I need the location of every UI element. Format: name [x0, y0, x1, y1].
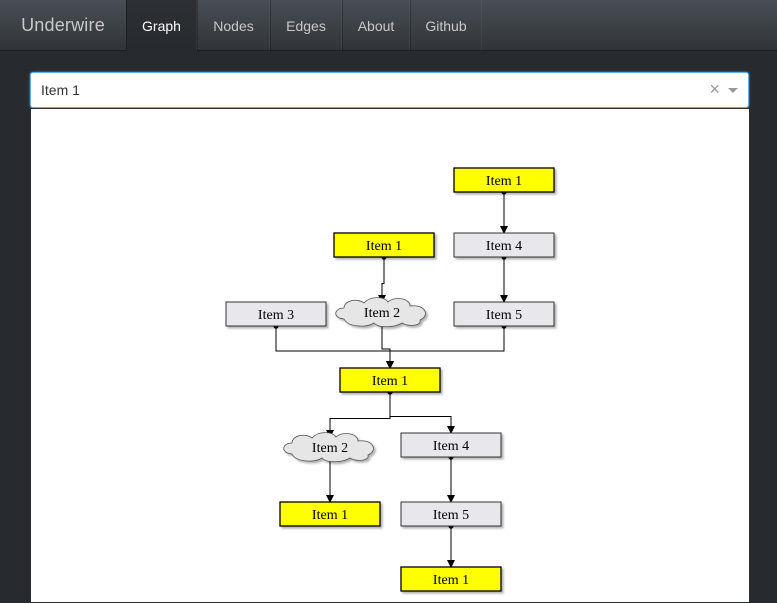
node-label: Item 1 [312, 508, 348, 523]
item-select[interactable]: Item 1 × [30, 72, 749, 108]
cloud-node-shape [335, 297, 426, 328]
graph-node[interactable]: Item 1 [279, 501, 381, 527]
node-box-shape [453, 301, 555, 327]
nav-tab-edges[interactable]: Edges [270, 0, 342, 51]
node-label: Item 5 [486, 308, 522, 323]
graph-node[interactable]: Item 1 [453, 167, 555, 193]
node-label: Item 4 [486, 239, 522, 254]
graph-edge [381, 322, 394, 369]
chevron-down-icon[interactable] [728, 88, 738, 93]
node-label: Item 4 [433, 439, 469, 454]
nav-tab-about[interactable]: About [342, 0, 410, 51]
nav-tab-graph[interactable]: Graph [126, 0, 197, 51]
node-box-shape [400, 432, 502, 458]
graph-canvas[interactable]: Item 1 Item 4 Item 1 Item 3 Item 2 Item 5 Item… [30, 108, 750, 603]
graph-node[interactable]: Item 2 [335, 297, 426, 328]
graph-node[interactable]: Item 1 [400, 566, 502, 592]
node-label: Item 5 [433, 508, 469, 523]
graph-node[interactable]: Item 1 [339, 367, 441, 393]
nav-tab-github[interactable]: Github [410, 0, 482, 51]
node-label: Item 1 [433, 573, 469, 588]
node-box-shape [400, 566, 502, 592]
node-label: Item 3 [258, 308, 294, 323]
node-label: Item 2 [312, 441, 348, 456]
close-icon[interactable]: × [709, 79, 720, 99]
graph-edge [378, 257, 386, 303]
graph-node[interactable]: Item 5 [400, 501, 502, 527]
graph-node[interactable]: Item 4 [400, 432, 502, 458]
node-box-shape [225, 301, 327, 327]
node-box-shape [339, 367, 441, 393]
navbar: Underwire Graph Nodes Edges About Github [0, 0, 777, 51]
node-label: Item 1 [372, 374, 408, 389]
cloud-node-shape [283, 432, 374, 463]
node-box-shape [453, 167, 555, 193]
node-box-shape [400, 501, 502, 527]
graph-node[interactable]: Item 4 [453, 232, 555, 258]
graph-edge [386, 326, 505, 369]
node-label: Item 2 [364, 306, 400, 321]
node-label: Item 1 [486, 174, 522, 189]
graph-edge [275, 326, 394, 369]
graph-svg: Item 1 Item 4 Item 1 Item 3 Item 2 Item 5 Item… [225, 167, 555, 592]
node-label: Item 1 [366, 239, 402, 254]
node-box-shape [279, 501, 381, 527]
graph-node[interactable]: Item 3 [225, 301, 327, 327]
node-box-shape [333, 232, 435, 258]
graph-node[interactable]: Item 2 [283, 432, 374, 463]
graph-node[interactable]: Item 1 [333, 232, 435, 258]
selected-value: Item 1 [41, 82, 80, 98]
node-box-shape [453, 232, 555, 258]
graph-edge [389, 392, 455, 434]
graph-node[interactable]: Item 5 [453, 301, 555, 327]
nav-tab-nodes[interactable]: Nodes [197, 0, 270, 51]
brand-link[interactable]: Underwire [21, 15, 105, 35]
node-layer: Item 1 Item 4 Item 1 Item 3 Item 2 Item 5 Item… [225, 167, 555, 592]
graph-edge [326, 392, 391, 438]
